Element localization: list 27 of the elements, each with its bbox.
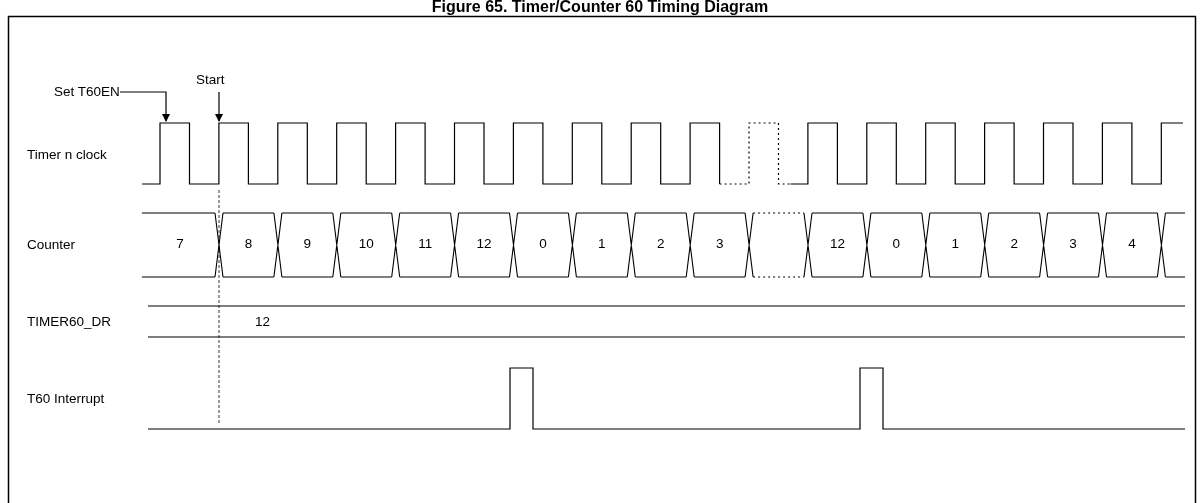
signal-name: Counter [27, 237, 76, 253]
bus-value: 2 [1010, 236, 1018, 252]
bus-value: 10 [358, 236, 374, 252]
bus-value: 4 [1128, 236, 1136, 252]
bus-value: 2 [657, 236, 665, 252]
bus-value: 9 [303, 236, 312, 252]
callout-text: Start [196, 72, 225, 88]
callout-text: Set T60EN [54, 84, 120, 100]
bus-value: 0 [539, 236, 547, 252]
bus-value: 1 [951, 236, 959, 252]
clock-waveform [141, 122, 1184, 185]
bus-value: 11 [418, 236, 433, 252]
bus-value: 12 [476, 236, 492, 252]
bus-value: 3 [715, 236, 724, 252]
bus-value: 8 [244, 236, 253, 252]
bus-value: 12 [829, 236, 845, 252]
leader-line [215, 91, 223, 122]
bus-value: 3 [1069, 236, 1077, 252]
signal-name: T60 Interrupt [27, 391, 105, 407]
bus-value: 0 [892, 236, 901, 252]
bus-value: 1 [598, 236, 606, 252]
signal-name: Timer n clock [27, 147, 107, 163]
signal-name: TIMER60_DR [27, 314, 112, 330]
bus-value: 7 [176, 236, 184, 252]
leader-line [119, 91, 170, 122]
bus-value: 12 [255, 314, 271, 330]
figure-title: Figure 65. Timer/Counter 60 Timing Diagram [430, 0, 770, 16]
